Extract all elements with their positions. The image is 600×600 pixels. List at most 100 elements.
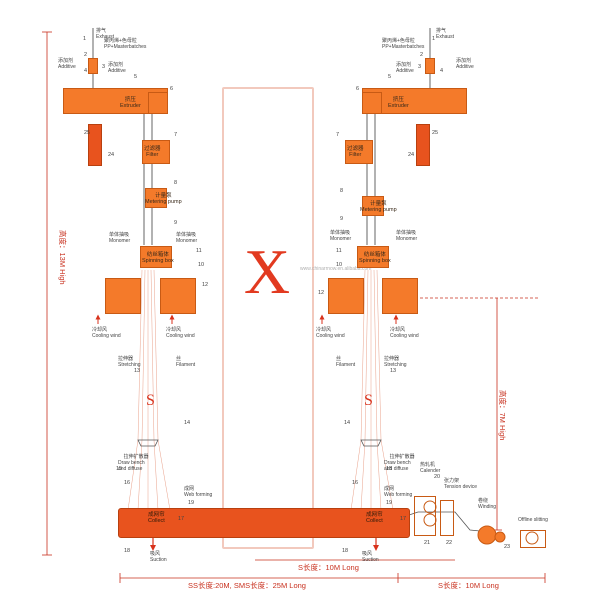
- left-num-15: 15: [116, 466, 123, 472]
- left-num-10: 10: [198, 262, 205, 268]
- left-monomer-right: 单体抽吸 Monomer: [176, 232, 197, 244]
- right-monomer-right: 单体抽吸 Monomer: [396, 230, 417, 242]
- left-num-9: 9: [174, 220, 178, 226]
- right-extruder-drive: [362, 92, 382, 114]
- right-filter-en: Filter: [349, 152, 362, 158]
- right-tension-en: Tension device: [444, 484, 478, 490]
- offline-slitting-label: Offline slitting: [518, 517, 548, 523]
- right-monomer-left-en: Monomer: [330, 236, 352, 242]
- left-stretching: 拉伸器 Stretching: [118, 356, 141, 368]
- right-pp-masterbatches: 聚丙烯+色母粒 PP+Masterbatches: [382, 38, 425, 50]
- right-num-11: 11: [336, 248, 342, 254]
- right-additive-right-cn: 添加剂: [456, 58, 472, 64]
- offline-slitting-frame: [520, 530, 546, 548]
- left-metering-pump: [145, 188, 167, 208]
- right-num-4: 4: [440, 68, 444, 74]
- left-extruder-drive: [148, 92, 168, 114]
- right-collect-cn: 成网帘: [366, 512, 383, 518]
- right-stretching: 拉伸器 Stretching: [384, 356, 407, 368]
- left-num-7: 7: [174, 132, 178, 138]
- right-cooling-right-en: Cooling wind: [390, 333, 419, 339]
- right-extruder-label: 挤压 Extruder: [388, 97, 409, 109]
- left-num-24: 24: [108, 152, 115, 158]
- right-s-mark: S: [364, 392, 373, 409]
- right-collect-label: 成网帘 Collect: [366, 512, 383, 524]
- right-suction-en: Suction: [362, 557, 379, 563]
- left-num-6: 6: [170, 86, 174, 92]
- right-additive-right-en: Additive: [456, 64, 474, 70]
- left-filter-label: 过滤器 Filter: [144, 146, 161, 158]
- left-additive-top: 添加剂 Additive: [58, 58, 76, 70]
- left-cooling-right-cn: 冷却风: [166, 327, 182, 333]
- right-exhaust-en: Exhaust: [436, 34, 455, 40]
- right-tension: 张力架 Tension device: [444, 478, 477, 490]
- right-spinning-box: [357, 246, 389, 268]
- right-cooling-right: 冷却风 Cooling wind: [390, 327, 419, 339]
- right-num-21: 21: [424, 540, 431, 546]
- winding-roll-small: [494, 531, 506, 543]
- right-num-13: 13: [390, 368, 397, 374]
- left-spinning-cn: 纺丝箱体: [146, 252, 169, 258]
- left-draw-bench-cn: 拉伸扩散器: [123, 454, 149, 460]
- right-num-12: 12: [318, 290, 325, 296]
- right-filament-cn: 丝: [336, 356, 342, 362]
- center-x-mark: X: [243, 236, 291, 307]
- left-num-14: 14: [184, 420, 191, 426]
- right-additive-left-cn: 添加剂: [396, 62, 412, 68]
- slitting-roll: [525, 531, 539, 545]
- left-additive-right: 添加剂 Additive: [108, 62, 126, 74]
- left-collect-en: Collect: [148, 518, 165, 524]
- left-extruder-en: Extruder: [120, 103, 141, 109]
- left-monomer-left-en: Monomer: [109, 238, 131, 244]
- left-extruder-label: 挤压 Extruder: [120, 97, 141, 109]
- right-num-2: 2: [420, 52, 424, 58]
- right-num-3: 3: [418, 64, 422, 70]
- right-winding-cn: 卷绕: [478, 498, 489, 504]
- collect-belt: [118, 508, 410, 538]
- right-filter-label: 过滤器 Filter: [347, 146, 364, 158]
- right-stretching-cn: 拉伸器: [384, 356, 400, 362]
- right-web-forming: 成网 Web forming: [384, 486, 412, 498]
- right-stretching-en: Stretching: [384, 362, 407, 368]
- left-num-17: 17: [178, 516, 185, 522]
- right-suction: 吸风 Suction: [362, 551, 379, 563]
- watermark: www.chinarrnow.en.alibaba.com: [300, 266, 372, 272]
- left-metering-label: 计量泵 Metering pump: [145, 193, 182, 205]
- right-filter: [345, 140, 373, 164]
- left-spinning-label: 纺丝箱体 Spinning box: [142, 252, 174, 264]
- left-s-mark: S: [146, 392, 155, 409]
- left-suction-en: Suction: [150, 557, 167, 563]
- right-num-1: 1: [432, 36, 436, 42]
- right-num-19: 19: [386, 500, 393, 506]
- right-monomer-left: 单体抽吸 Monomer: [330, 230, 351, 242]
- right-calender-en: Calender: [420, 468, 441, 474]
- right-num-7: 7: [336, 132, 340, 138]
- left-num-13: 13: [134, 368, 141, 374]
- right-draw-bench-cn: 拉伸扩散器: [389, 454, 415, 460]
- right-metering-pump: [362, 196, 384, 216]
- left-num-18: 18: [124, 548, 131, 554]
- right-cooling-right-cn: 冷却风: [390, 327, 406, 333]
- right-filter-cn: 过滤器: [347, 146, 364, 152]
- left-num-11: 11: [196, 248, 202, 254]
- right-motor-24: [416, 124, 430, 166]
- right-calender: 热轧机 Calender: [420, 462, 440, 474]
- left-cooling-left: 冷却风 Cooling wind: [92, 327, 121, 339]
- right-num-10: 10: [336, 262, 343, 268]
- right-web-forming-en: Web forming: [384, 492, 413, 498]
- left-extruder-cn: 挤压: [124, 97, 136, 103]
- ss-sms-length-label: SS长度:20M, SMS长度：25M Long: [188, 581, 306, 590]
- right-hopper: [425, 58, 435, 74]
- right-num-24: 24: [408, 152, 415, 158]
- right-draw-bench-en: Draw bench and diffuse: [384, 460, 411, 472]
- right-num-25: 25: [432, 130, 439, 136]
- right-web-forming-cn: 成网: [384, 486, 395, 492]
- left-collect-cn: 成网帘: [148, 512, 165, 518]
- left-motor-24: [88, 124, 102, 166]
- left-num-2: 2: [84, 52, 88, 58]
- right-num-16: 16: [352, 480, 359, 486]
